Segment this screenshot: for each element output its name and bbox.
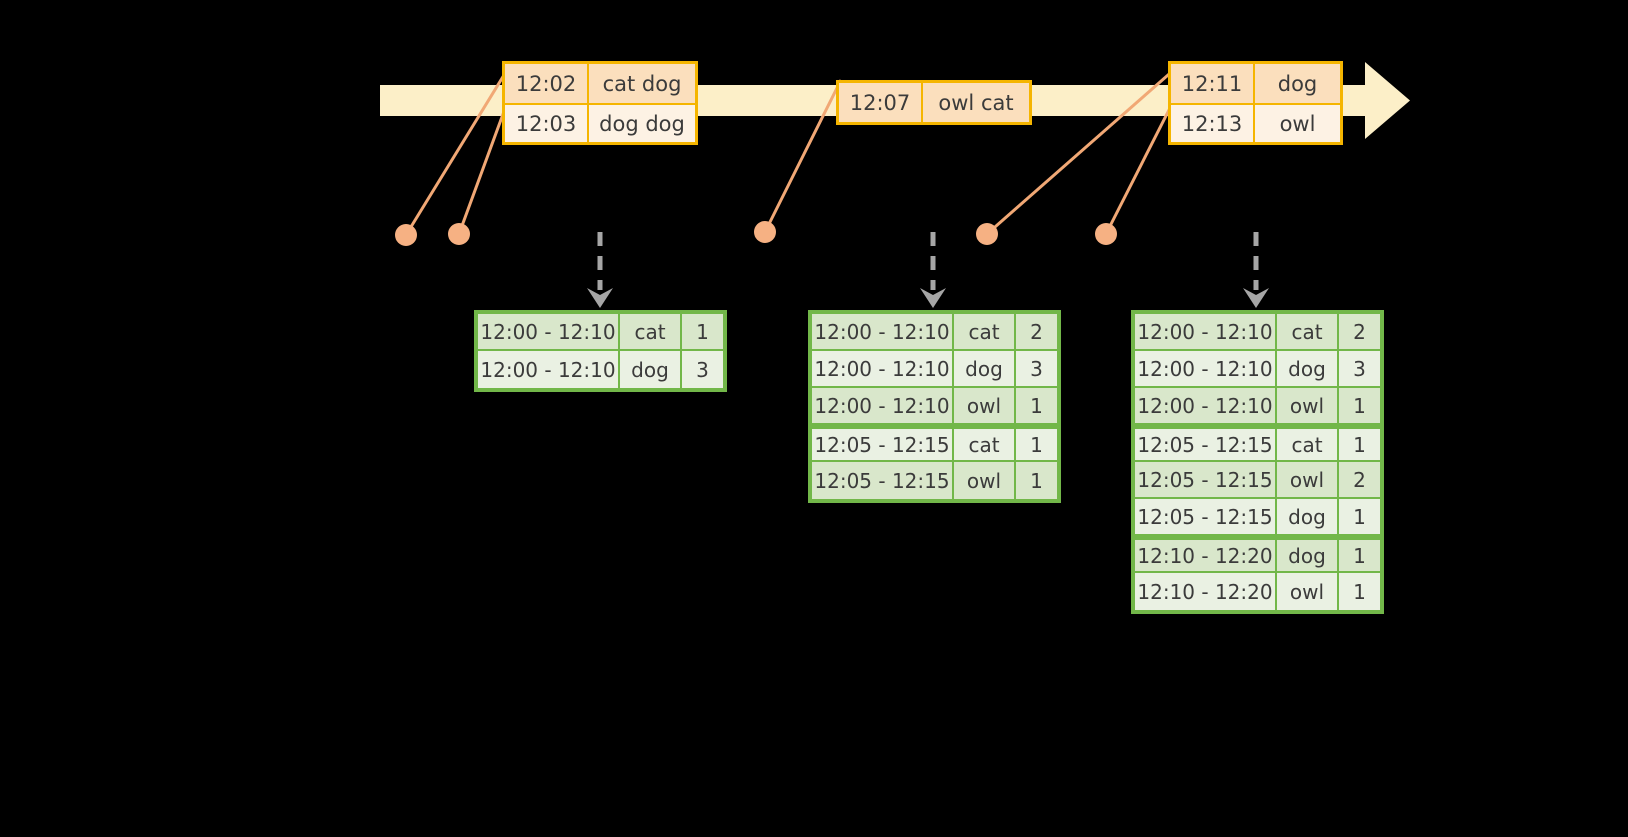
- result-key: owl: [1277, 462, 1339, 497]
- result-key: dog: [1277, 351, 1339, 386]
- result-key: dog: [954, 351, 1016, 386]
- result-range: 12:00 - 12:10: [812, 388, 954, 423]
- result-arrow-1-head: [587, 288, 613, 308]
- result-count: 1: [1339, 388, 1380, 423]
- result-range: 12:00 - 12:10: [812, 351, 954, 386]
- connector-line-2: [457, 105, 508, 235]
- result-key: owl: [954, 388, 1016, 423]
- result-key: cat: [954, 314, 1016, 349]
- result-count: 3: [682, 351, 723, 388]
- event-value: dog: [1255, 64, 1340, 103]
- event-dot-1: [395, 224, 417, 246]
- result-key: owl: [1277, 388, 1339, 423]
- result-range: 12:00 - 12:10: [812, 314, 954, 349]
- connector-dots-group: [395, 221, 1117, 246]
- result-count: 1: [1016, 462, 1057, 499]
- result-key: owl: [1277, 573, 1339, 610]
- result-count: 3: [1339, 351, 1380, 386]
- event-time: 12:03: [505, 105, 589, 142]
- event-time: 12:02: [505, 64, 589, 103]
- event-time: 12:13: [1171, 105, 1255, 142]
- result-count: 1: [682, 314, 723, 349]
- result-count: 1: [1339, 540, 1380, 571]
- result-range: 12:05 - 12:15: [812, 429, 954, 460]
- result-arrow-2-head: [920, 288, 946, 308]
- result-key: cat: [620, 314, 682, 349]
- result-count: 3: [1016, 351, 1057, 386]
- result-range: 12:00 - 12:10: [1135, 388, 1277, 423]
- result-range: 12:05 - 12:15: [1135, 462, 1277, 497]
- result-range: 12:00 - 12:10: [478, 314, 620, 349]
- result-key: dog: [620, 351, 682, 388]
- event-time: 12:07: [839, 83, 923, 122]
- event-time: 12:11: [1171, 64, 1255, 103]
- result-range: 12:05 - 12:15: [1135, 429, 1277, 460]
- result-range: 12:00 - 12:10: [1135, 314, 1277, 349]
- event-dot-4: [976, 223, 998, 245]
- result-key: dog: [1277, 540, 1339, 571]
- result-count: 1: [1339, 573, 1380, 610]
- result-count: 1: [1016, 429, 1057, 460]
- result-count: 2: [1339, 462, 1380, 497]
- result-key: owl: [954, 462, 1016, 499]
- result-key: cat: [1277, 429, 1339, 460]
- event-value: owl cat: [923, 83, 1029, 122]
- result-range: 12:10 - 12:20: [1135, 573, 1277, 610]
- result-range: 12:00 - 12:10: [1135, 351, 1277, 386]
- event-value: cat dog: [589, 64, 695, 103]
- event-value: owl: [1255, 105, 1340, 142]
- connector-line-5: [1104, 103, 1174, 235]
- connector-line-1: [404, 61, 514, 236]
- result-key: cat: [1277, 314, 1339, 349]
- connector-line-3: [763, 79, 843, 233]
- result-key: dog: [1277, 499, 1339, 534]
- result-key: cat: [954, 429, 1016, 460]
- event-dot-5: [1095, 223, 1117, 245]
- result-range: 12:05 - 12:15: [1135, 499, 1277, 534]
- result-count: 1: [1339, 499, 1380, 534]
- result-count: 2: [1016, 314, 1057, 349]
- result-range: 12:10 - 12:20: [1135, 540, 1277, 571]
- event-dot-2: [448, 223, 470, 245]
- result-count: 1: [1016, 388, 1057, 423]
- result-range: 12:00 - 12:10: [478, 351, 620, 388]
- event-dot-3: [754, 221, 776, 243]
- event-value: dog dog: [589, 105, 695, 142]
- result-arrow-3-head: [1243, 288, 1269, 308]
- down-arrows-group: [587, 232, 1269, 308]
- result-count: 1: [1339, 429, 1380, 460]
- result-range: 12:05 - 12:15: [812, 462, 954, 499]
- result-count: 2: [1339, 314, 1380, 349]
